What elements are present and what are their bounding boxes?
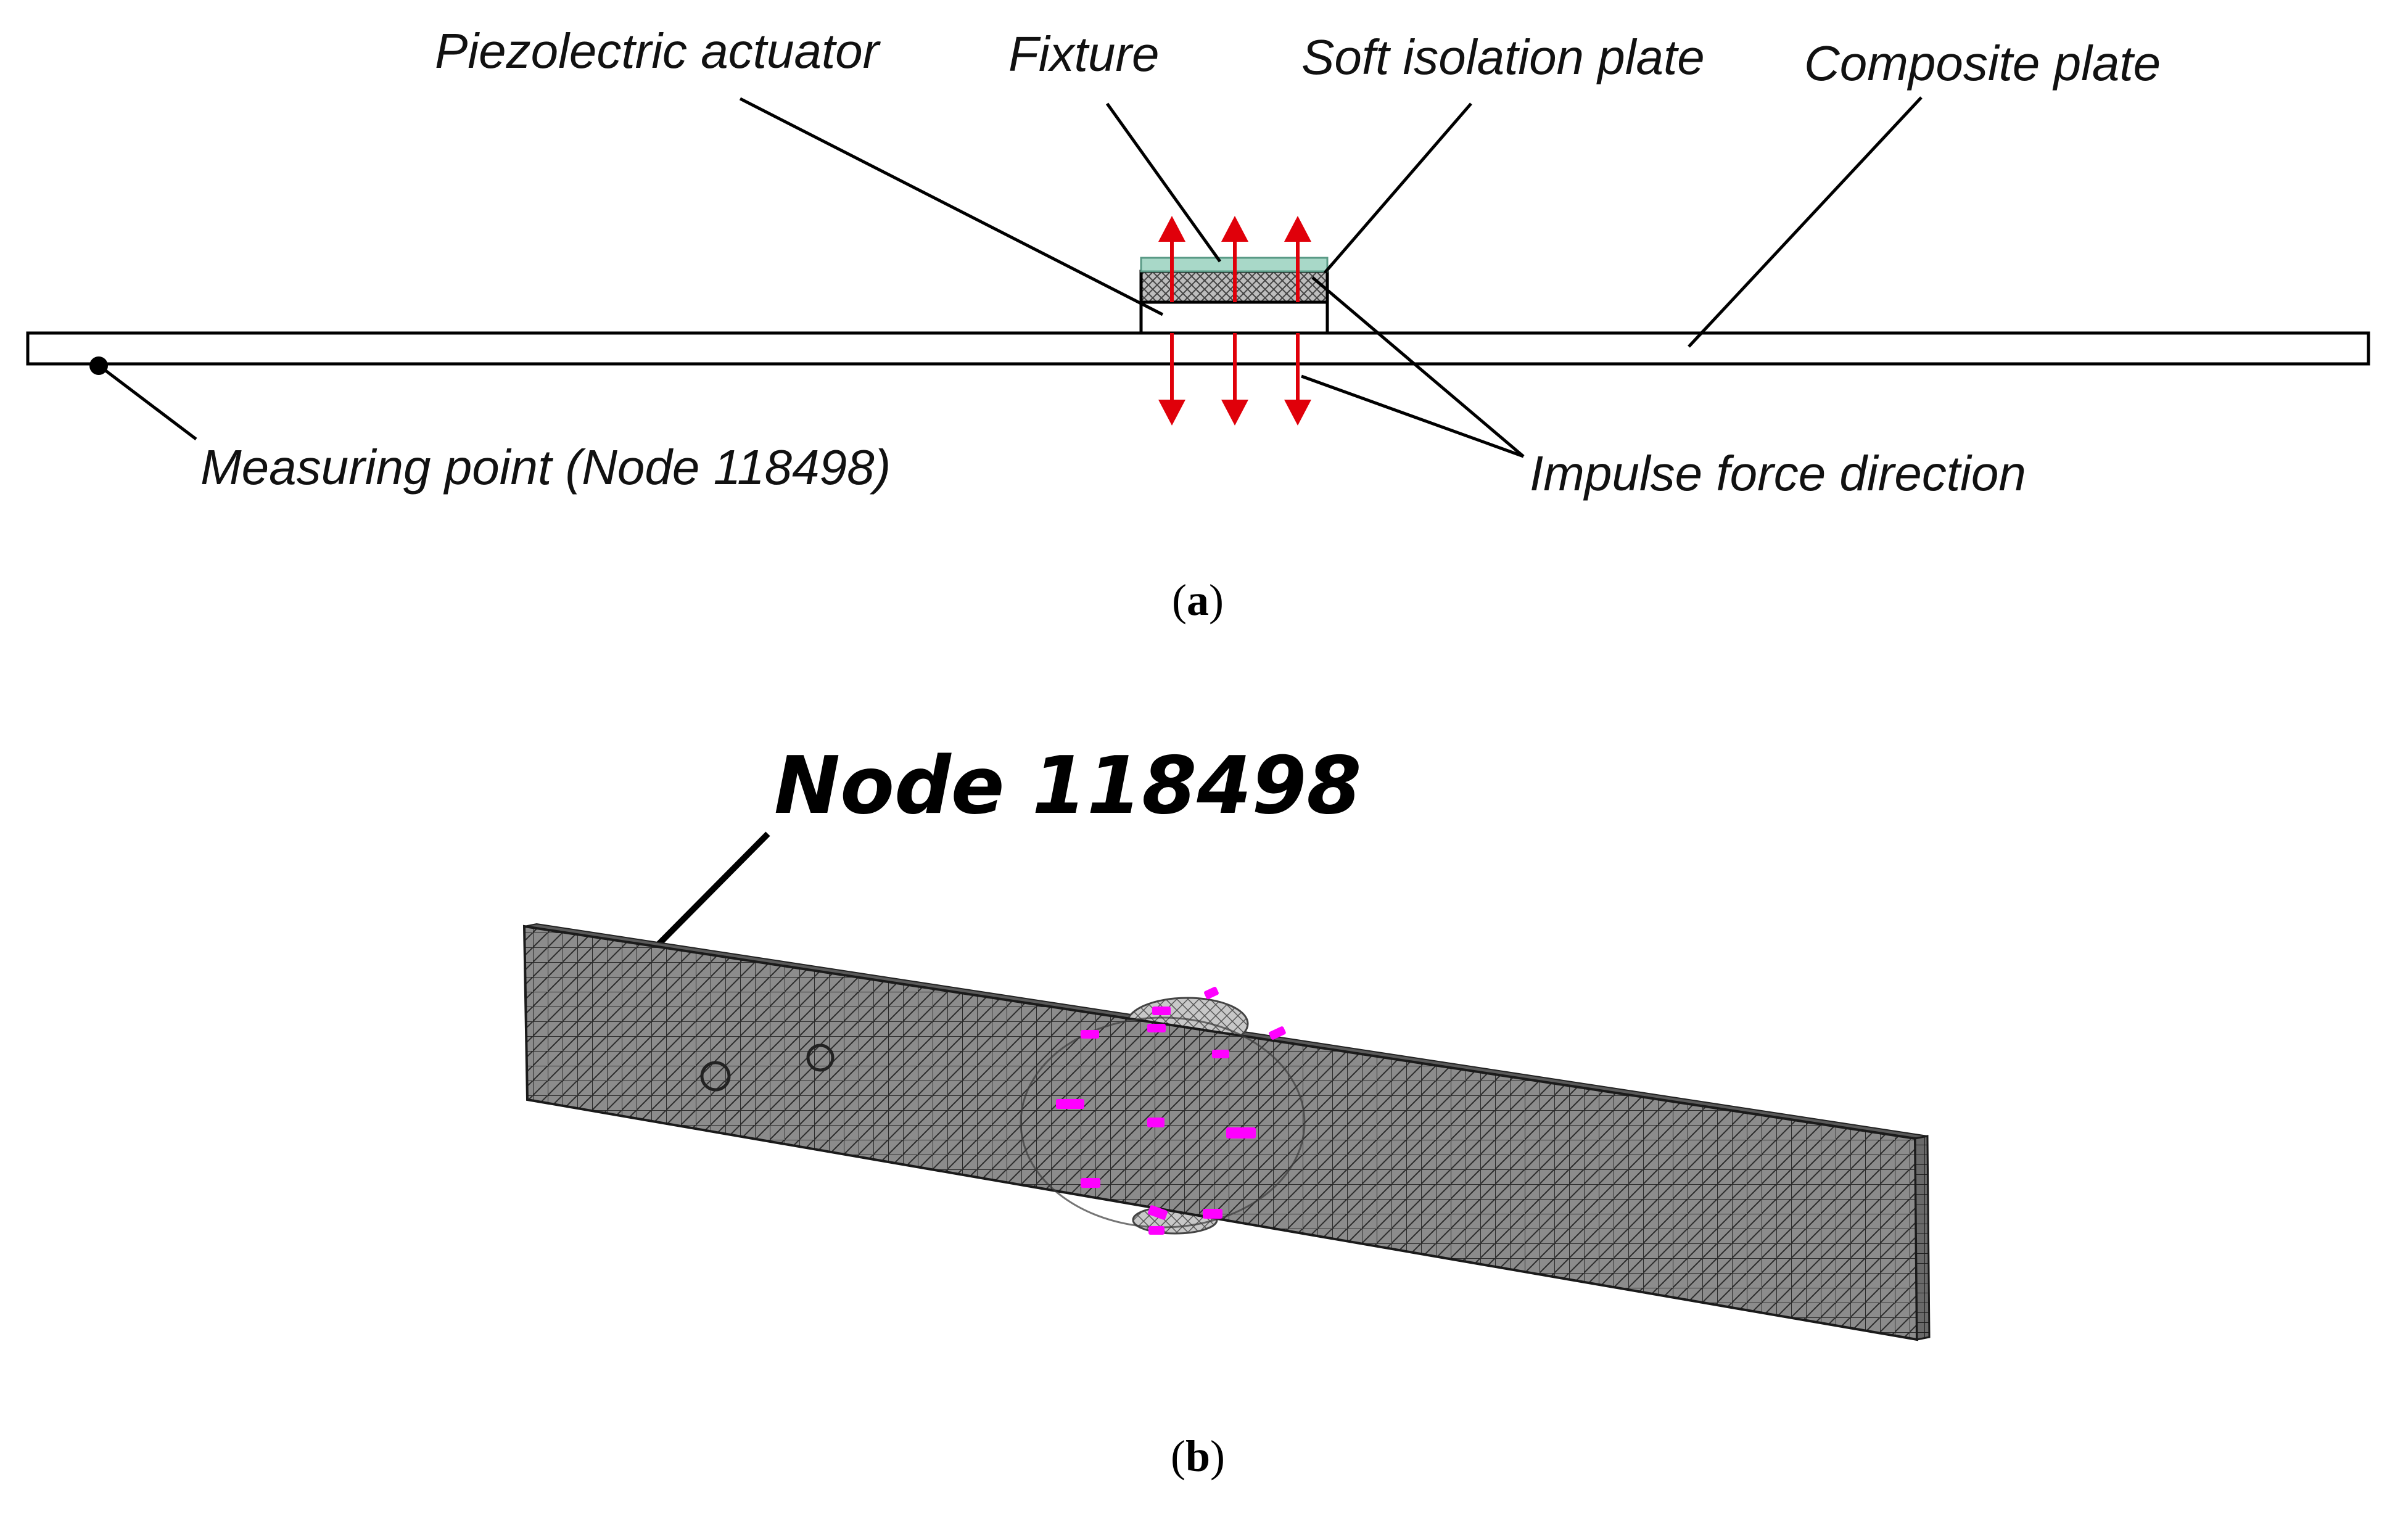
impulse-arrows-down: [1158, 333, 1311, 426]
leader-impulse-2: [1301, 374, 1524, 458]
load-markers: [1056, 986, 1286, 1235]
mesh-plate-end-face: [1914, 1135, 1931, 1341]
label-fixture: Fixture: [1008, 27, 1160, 81]
panel-b: Node 118498: [522, 740, 1931, 1481]
impulse-arrows-up: [1158, 216, 1311, 302]
piezoelectric-actuator: [1139, 300, 1329, 335]
leader-composite: [1688, 96, 1923, 348]
composite-plate: [26, 331, 2370, 366]
measuring-point-dot: [89, 356, 108, 375]
leader-measuring: [104, 369, 197, 440]
panel-a: Piezolectric actuator Fixture Soft isola…: [26, 23, 2370, 625]
caption-a: (a): [1172, 575, 1224, 625]
leader-fixture: [1105, 102, 1222, 263]
caption-b: (b): [1171, 1431, 1225, 1481]
label-measuring-point: Measuring point (Node 118498): [200, 440, 891, 495]
label-composite-plate: Composite plate: [1804, 36, 2161, 91]
mesh-hole-2: [806, 1044, 835, 1072]
mesh-hole-1: [700, 1061, 731, 1092]
label-impulse-force-direction: Impulse force direction: [1530, 446, 2026, 501]
label-piezoelectric-actuator: Piezolectric actuator: [435, 23, 881, 78]
node-label: Node 118498: [774, 740, 1361, 832]
leader-soft-plate: [1324, 102, 1472, 274]
label-soft-isolation-plate: Soft isolation plate: [1301, 30, 1705, 84]
leader-impulse-1: [1311, 276, 1525, 458]
leader-piezo: [739, 97, 1164, 316]
mesh-plate-face: [522, 924, 1919, 1341]
